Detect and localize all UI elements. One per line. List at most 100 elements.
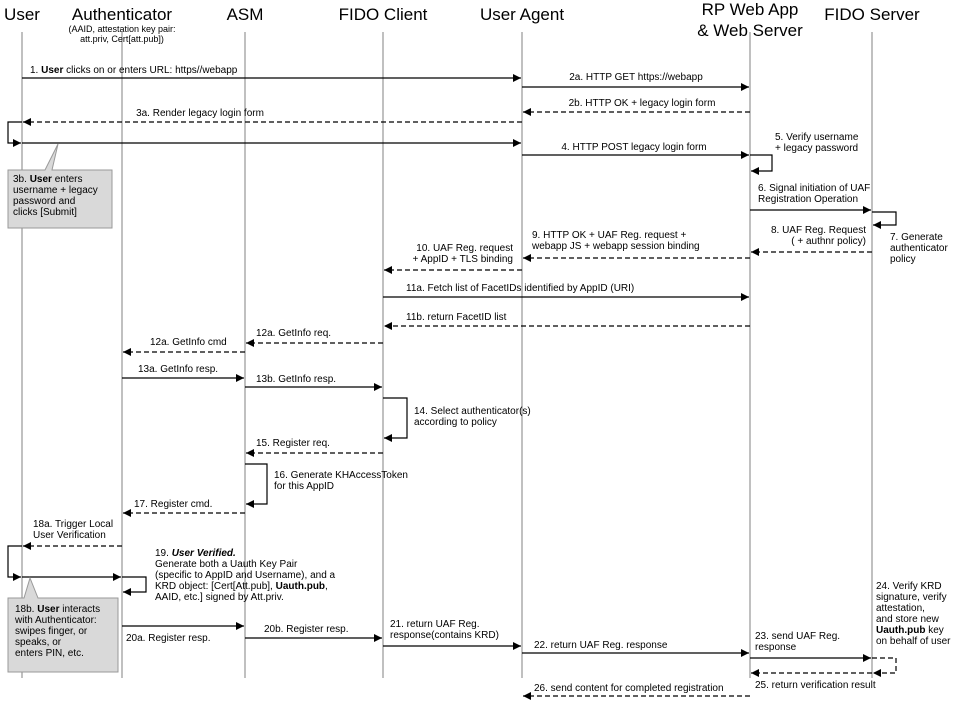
label-m19-text: Generate both a Uauth Key Pair (155, 559, 298, 570)
self-arrow-verify-krd (872, 657, 897, 677)
label-m8-text: ( + authnr policy) (791, 236, 866, 247)
lifelines (21, 32, 873, 678)
label-m24-text: and store new (876, 614, 940, 625)
label-m7-line-1: authenticator (890, 243, 948, 254)
label-m26-text: 26. send content for completed registrat… (534, 683, 724, 694)
label-m10-line-1: + AppID + TLS binding (413, 254, 513, 265)
label-m6-text: 6. Signal initiation of UAF (758, 183, 870, 194)
note-n18b (7, 576, 119, 673)
label-m19-text: AAID, etc.] signed by Att.priv. (155, 592, 284, 603)
note-n18b-line-0: 18b. User interacts (15, 604, 100, 615)
note-n18b-text: swipes finger, or (15, 626, 88, 637)
label-m18a-text: User Verification (33, 530, 106, 541)
label-m15-line-0: 15. Register req. (256, 438, 330, 449)
note-n3b (7, 143, 113, 229)
label-m8-line-0: 8. UAF Reg. Request (771, 225, 866, 236)
label-m7-text: authenticator (890, 243, 948, 254)
self-arrow-render-to-user (7, 121, 22, 147)
label-m24-text: on behalf of user (876, 636, 951, 647)
note-n3b-line-1: username + legacy (13, 185, 98, 196)
label-m25-text: 25. return verification result (755, 680, 876, 691)
note-n3b-line-3: clicks [Submit] (13, 207, 77, 218)
note-n18b-text: speaks, or (15, 637, 62, 648)
label-m5-text: + legacy password (775, 143, 858, 154)
label-m25-line-0: 25. return verification result (755, 680, 876, 691)
label-m24-line-2: attestation, (876, 603, 925, 614)
label-m19-text: , (325, 581, 328, 592)
label-m22-line-0: 22. return UAF Reg. response (534, 640, 668, 651)
participant-ua: User Agent (480, 5, 564, 24)
label-m16-text: 16. Generate KHAccessToken (274, 470, 408, 481)
label-m23-text: 23. send UAF Reg. (755, 631, 840, 642)
label-m19-text: KRD object: [Cert[Att.pub], (155, 581, 276, 592)
label-m7-text: 7. Generate (890, 232, 943, 243)
message-arrows (7, 74, 897, 700)
note-n18b-text: interacts (60, 604, 101, 615)
label-m14-text: 14. Select authenticator(s) (414, 406, 531, 417)
label-m7-line-0: 7. Generate (890, 232, 943, 243)
label-m19-line-2: (specific to AppID and Username), and a (155, 570, 336, 581)
participant-auth-subtitle-1: att.priv, Cert[att.pub]) (80, 34, 164, 44)
label-m19-text: (specific to AppID and Username), and a (155, 570, 336, 581)
label-m8-line-1: ( + authnr policy) (791, 236, 866, 247)
label-m4-text: 4. HTTP POST legacy login form (561, 142, 706, 153)
label-m10-text: + AppID + TLS binding (413, 254, 513, 265)
participant-auth-subtitle-0: (AAID, attestation key pair: (68, 24, 175, 34)
label-m13a-line-0: 13a. GetInfo resp. (138, 364, 218, 375)
label-m13b-line-0: 13b. GetInfo resp. (256, 374, 336, 385)
label-m14-line-0: 14. Select authenticator(s) (414, 406, 531, 417)
label-m26-line-0: 26. send content for completed registrat… (534, 683, 724, 694)
label-m20a-line-0: 20a. Register resp. (126, 633, 211, 644)
label-m14-text: according to policy (414, 417, 497, 428)
label-m10-line-0: 10. UAF Reg. request (416, 243, 513, 254)
label-m16-line-0: 16. Generate KHAccessToken (274, 470, 408, 481)
self-arrow-generate-key-pair (122, 576, 147, 596)
label-m15-text: 15. Register req. (256, 438, 330, 449)
self-arrow-generate-khaccesstoken (245, 463, 268, 508)
label-m2a-text: 2a. HTTP GET https://webapp (569, 72, 703, 83)
label-m20b-text: 20b. Register resp. (264, 624, 349, 635)
label-m24-line-4: Uauth.pub key (876, 625, 944, 636)
label-m1-text: User (41, 65, 63, 76)
label-m2a-line-0: 2a. HTTP GET https://webapp (569, 72, 703, 83)
label-m21-text: response(contains KRD) (390, 630, 499, 641)
label-m9-text: 9. HTTP OK + UAF Reg. request + (532, 230, 686, 241)
label-m23-text: response (755, 642, 797, 653)
label-m13b-text: 13b. GetInfo resp. (256, 374, 336, 385)
label-m3a-line-0: 3a. Render legacy login form (136, 108, 264, 119)
label-m24-text: attestation, (876, 603, 925, 614)
label-m21-line-1: response(contains KRD) (390, 630, 499, 641)
label-m2b-text: 2b. HTTP OK + legacy login form (569, 98, 716, 109)
note-n3b-line-0: 3b. User enters (13, 174, 83, 185)
label-m5-line-0: 5. Verify username (775, 132, 859, 143)
label-m24-line-5: on behalf of user (876, 636, 951, 647)
note-n3b-text: enters (52, 174, 83, 185)
note-n3b-text: username + legacy (13, 185, 98, 196)
label-m21-line-0: 21. return UAF Reg. (390, 619, 479, 630)
label-m19-line-4: AAID, etc.] signed by Att.priv. (155, 592, 284, 603)
label-m24-text: key (925, 625, 943, 636)
label-m3a-text: 3a. Render legacy login form (136, 108, 264, 119)
label-m19-line-3: KRD object: [Cert[Att.pub], Uauth.pub, (155, 581, 328, 592)
note-n3b-text: 3b. (13, 174, 30, 185)
label-m9-text: webapp JS + webapp session binding (531, 241, 700, 252)
label-m4-line-0: 4. HTTP POST legacy login form (561, 142, 706, 153)
self-arrow-trigger-verification (7, 545, 22, 581)
label-m11a-text: 11a. Fetch list of FacetIDs identified b… (406, 283, 634, 294)
label-m6-line-0: 6. Signal initiation of UAF (758, 183, 870, 194)
participant-auth: Authenticator (72, 5, 173, 24)
note-n18b-line-2: swipes finger, or (15, 626, 88, 637)
note-n18b-line-1: with Authenticator: (14, 615, 97, 626)
label-m11b-line-0: 11b. return FacetID list (406, 312, 507, 323)
label-m12a1-text: 12a. GetInfo req. (256, 328, 331, 339)
message-labels: 1. User clicks on or enters URL: https//… (30, 65, 951, 694)
label-m19-text: 19. (155, 548, 172, 559)
label-m5-text: 5. Verify username (775, 132, 859, 143)
note-n18b-text: with Authenticator: (14, 615, 97, 626)
note-n3b-text: User (30, 174, 52, 185)
label-m23-line-1: response (755, 642, 797, 653)
note-n18b-line-3: speaks, or (15, 637, 62, 648)
